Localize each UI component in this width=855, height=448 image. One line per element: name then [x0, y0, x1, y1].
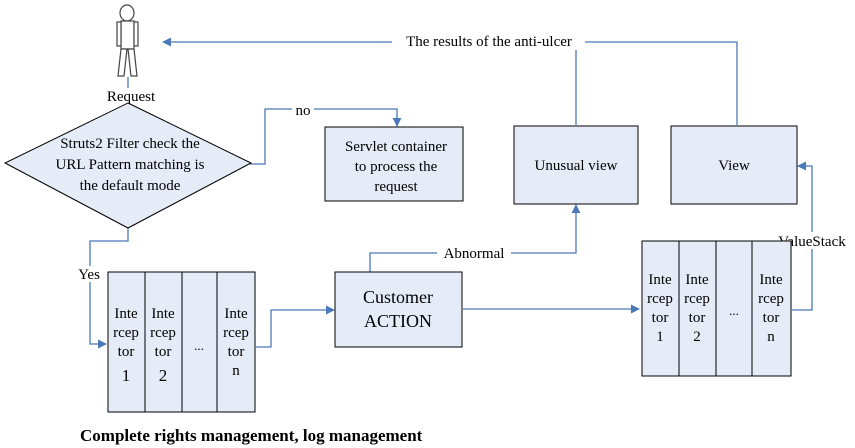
il2-l3: tor	[155, 344, 172, 360]
ir1-l3: tor	[652, 310, 669, 326]
decision-line-1: Struts2 Filter check the	[60, 136, 200, 152]
interceptor-right-2	[678, 240, 717, 377]
iln-l1: Inte	[224, 306, 248, 322]
ir2-l3: tor	[689, 310, 706, 326]
interceptor-left-2	[144, 271, 183, 413]
yes-label: Yes	[78, 267, 100, 283]
il2-l1: Inte	[151, 306, 175, 322]
servlet-line-3: request	[374, 179, 418, 195]
results-return-connector	[162, 37, 738, 125]
view-box	[670, 125, 798, 205]
il2-l4: 2	[159, 366, 168, 385]
action-line-2: ACTION	[364, 311, 432, 331]
servlet-container-box	[324, 126, 464, 202]
decision-line-3: the default mode	[80, 178, 181, 194]
decision-line-2: URL Pattern matching is	[55, 157, 204, 173]
ir3-ellipsis: ...	[729, 303, 739, 318]
unusual-view-label: Unusual view	[535, 158, 618, 174]
unusual-view-box	[513, 125, 639, 205]
interceptor-right-1	[641, 240, 680, 377]
decision-yes-connector	[89, 228, 129, 349]
interceptor-left-n	[216, 271, 256, 413]
irn-l4: n	[767, 329, 775, 345]
irn-l3: tor	[763, 310, 780, 326]
il1-l1: Inte	[114, 306, 138, 322]
actor-label: Request	[107, 89, 156, 105]
valuestack-label: ValueStack	[778, 234, 846, 250]
interceptor-stack-left: Inte rcep tor 1 Inte rcep tor 2 ... Inte…	[107, 271, 256, 413]
interceptor-stack-right: Inte rcep tor 1 Inte rcep tor 2 ... Inte…	[641, 240, 792, 377]
user-actor-icon	[116, 4, 139, 77]
interceptor-left-ellipsis	[181, 271, 218, 413]
il3-ellipsis: ...	[194, 338, 204, 353]
irn-l2: rcep	[758, 291, 784, 307]
ir2-l4: 2	[693, 329, 701, 345]
interceptor-right-n	[751, 240, 792, 377]
servlet-line-1: Servlet container	[345, 139, 447, 155]
no-label: no	[296, 103, 311, 119]
interceptors-to-action-connector	[256, 305, 335, 348]
action-line-1: Customer	[363, 287, 433, 307]
interceptor-left-1	[107, 271, 146, 413]
customer-action-box	[334, 271, 463, 348]
iln-l3: tor	[228, 344, 245, 360]
decision-diamond	[3, 102, 253, 229]
iln-l2: rcep	[223, 325, 249, 341]
servlet-line-2: to process the	[355, 159, 438, 175]
il1-l2: rcep	[113, 325, 139, 341]
ir1-l4: 1	[656, 329, 664, 345]
il1-l3: tor	[118, 344, 135, 360]
results-label: The results of the anti-ulcer	[406, 34, 572, 50]
ir2-l1: Inte	[685, 272, 709, 288]
decision-no-connector	[250, 108, 402, 165]
irn-l1: Inte	[759, 272, 783, 288]
abnormal-label: Abnormal	[444, 246, 505, 262]
ir2-l2: rcep	[684, 291, 710, 307]
caption: Complete rights management, log manageme…	[80, 426, 423, 445]
il1-l4: 1	[122, 366, 131, 385]
interceptor-right-ellipsis	[715, 240, 753, 377]
view-label: View	[718, 158, 750, 174]
il2-l2: rcep	[150, 325, 176, 341]
iln-l4: n	[232, 363, 240, 379]
ir1-l1: Inte	[648, 272, 672, 288]
ir1-l2: rcep	[647, 291, 673, 307]
